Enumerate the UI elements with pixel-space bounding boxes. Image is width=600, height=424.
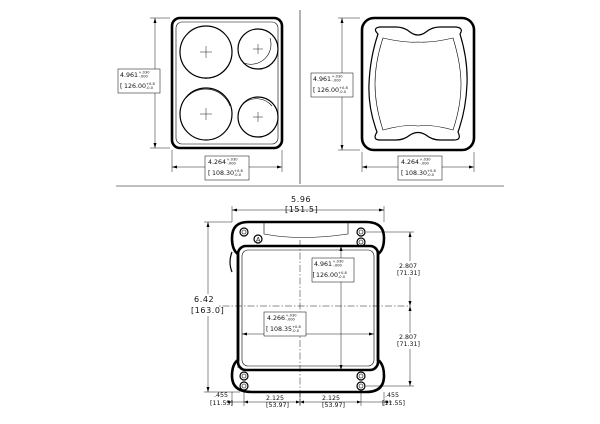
svg-text:-0.0: -0.0 [234,173,242,177]
top-right-body [360,16,476,152]
secondary-bore-lower [237,96,279,138]
primary-bore-lower [179,87,233,141]
offset-right-mm: [11.55] [382,400,405,407]
svg-text:+.030: +.030 [420,158,432,162]
top-left-depth-dimension: 4.961 +.030 -.000 [ 126.00 +0.8 -0.0 [117,17,170,149]
svg-text:-0.0: -0.0 [339,90,347,94]
svg-text:-.000: -.000 [139,75,149,79]
svg-text:-0.0: -0.0 [338,275,346,279]
inner-depth-in: 4.961 [314,261,332,268]
bolt-lower-in: 2.807 [399,334,417,341]
stud-holes [239,227,366,391]
bore-center-marks [200,44,263,122]
svg-text:+.030: +.030 [227,158,239,162]
svg-text:[: [ [313,272,315,279]
offset-right-in: .455 [385,392,399,399]
top-left-view: 4.961 +.030 -.000 [ 126.00 +0.8 -0.0 4.2… [117,16,284,181]
bolt-left-in: 2.125 [266,395,284,402]
svg-text:-0.0: -0.0 [427,173,435,177]
svg-text:[: [ [266,326,268,333]
bolt-spacing-horizontal-dimensions: .455 [11.55] 2.125 [53.97] 2.125 [53.97]… [210,390,405,409]
svg-text:-.000: -.000 [286,318,296,322]
svg-text:[: [ [401,170,403,177]
svg-text:-.000: -.000 [420,162,430,166]
svg-text:+.030: +.030 [333,260,345,264]
overall-height-dimension: 6.42 [163.0] [191,221,240,393]
adapter-plate-opening [236,244,380,372]
inner-depth-dimension: 4.961 +.030 -.000 [ 126.00 +0.8 -0.0 [311,246,355,370]
primary-bore-upper [179,25,233,79]
svg-text:+0.8: +0.8 [338,271,347,275]
svg-text:+0.8: +0.8 [146,82,155,86]
top-right-depth-mm: 126.00 [317,87,339,94]
hole-label-a: A [256,237,261,244]
top-right-depth-dimension: 4.961 +.030 -.000 [ 126.00 +0.8 -0.0 [310,17,360,151]
inner-depth-mm: 126.00 [316,272,338,279]
svg-text:+.030: +.030 [286,314,298,318]
top-right-inner-ridge [374,37,462,131]
primary-bore-upper-shade [186,54,233,79]
top-left-body [170,16,284,150]
adapter-plate-outline [230,220,386,394]
svg-text:-.000: -.000 [333,264,343,268]
svg-text:+.030: +.030 [139,71,151,75]
svg-text:+0.8: +0.8 [427,169,436,173]
overall-height-in: 6.42 [194,295,214,304]
top-left-depth-mm: 126.00 [124,83,146,90]
offset-left-in: .455 [214,392,228,399]
svg-text:-.000: -.000 [332,79,342,83]
bolt-upper-in: 2.807 [399,263,417,270]
top-left-body-inner [175,21,279,145]
bolt-left-mm: [53.97] [266,402,289,409]
top-left-depth-in: 4.961 [120,72,138,79]
top-left-depth-mm-bracket-open: [ [120,83,122,90]
top-right-width-mm: 108.30 [405,170,427,177]
secondary-bore-upper-shade [243,37,272,65]
top-left-width-in: 4.264 [208,159,226,166]
bottom-view: A 5.96 [151.5] 6.42 [163.0] [191,195,424,409]
svg-text:-.000: -.000 [227,162,237,166]
secondary-bore-upper [237,28,279,70]
adapter-plate-lip [263,222,349,238]
svg-text:[: [ [313,87,315,94]
overall-width-in: 5.96 [291,195,311,204]
inner-width-dimension: 4.266 +.030 -.000 [ 108.35 +0.8 -0.0 [242,311,374,337]
overall-width-mm: [151.5] [285,205,318,214]
svg-text:+0.8: +0.8 [234,169,243,173]
svg-text:[: [ [208,170,210,177]
adapter-plate-opening-inner [241,249,375,367]
inner-width-in: 4.266 [267,315,285,322]
top-right-view: 4.961 +.030 -.000 [ 126.00 +0.8 -0.0 4.2… [310,16,476,181]
top-right-depth-in: 4.961 [313,76,331,83]
top-left-width-dimension: 4.264 +.030 -.000 [ 108.30 +0.8 -0.0 [171,150,283,181]
secondary-bore-lower-shade [242,98,273,107]
bolt-right-mm: [53.97] [322,402,345,409]
top-right-width-in: 4.264 [401,159,419,166]
primary-bore-lower-shade [185,88,231,107]
svg-text:+0.8: +0.8 [339,86,348,90]
overall-height-mm: [163.0] [191,306,224,315]
top-right-width-dimension: 4.264 +.030 -.000 [ 108.30 +0.8 -0.0 [361,152,475,181]
overall-width-dimension: 5.96 [151.5] [231,195,385,222]
adapter-plate-side-boss [229,251,233,273]
svg-text:+.030: +.030 [332,75,344,79]
bolt-right-in: 2.125 [322,395,340,402]
offset-left-mm: [11.55] [210,400,233,407]
svg-text:-0.0: -0.0 [292,329,300,333]
bolt-spacing-vertical-dimensions: 2.807 [71.31] 2.807 [71.31] [366,231,424,387]
svg-text:+0.8: +0.8 [292,325,301,329]
svg-text:-0.0: -0.0 [146,86,154,90]
top-left-width-mm: 108.30 [212,170,234,177]
bolt-lower-mm: [71.31] [397,341,420,348]
top-right-inner-contour [368,26,468,141]
bolt-upper-mm: [71.31] [397,270,420,277]
inner-width-mm: 108.35 [270,326,292,333]
